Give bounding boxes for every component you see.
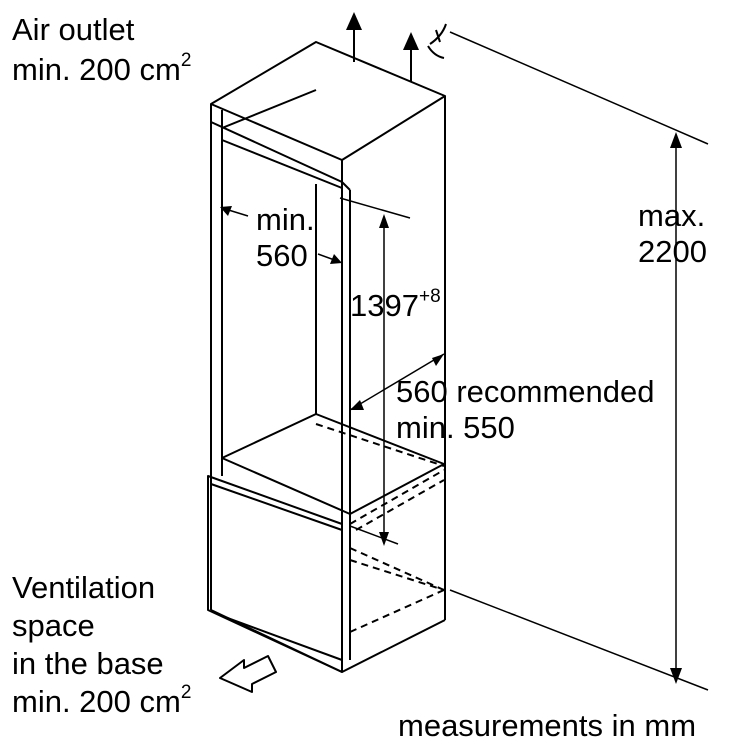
width-label-line1: min. (256, 202, 315, 237)
inlet-arrow-icon (219, 655, 277, 693)
max-height-label-line1: max. (638, 198, 705, 233)
niche-height-dimension (339, 197, 411, 546)
fan-icon (427, 23, 447, 59)
ventilation-area: min. 200 cm2 (12, 682, 191, 719)
units-note: measurements in mm (398, 708, 696, 743)
max-height-label-line2: 2200 (638, 234, 707, 269)
cabinet-housing (207, 41, 446, 673)
width-dimension (220, 206, 342, 264)
depth-dimension (349, 353, 445, 411)
width-label-line2: 560 (256, 238, 308, 273)
depth-label-line2: min. 550 (396, 410, 515, 445)
arrow-up-icon (346, 12, 362, 62)
niche-height-label: 1397+8 (350, 286, 441, 323)
ventilation-label-line2: space (12, 608, 95, 643)
arrow-up-icon (403, 32, 419, 82)
air-outlet-label: Air outlet (12, 12, 135, 47)
ventilation-label-line1: Ventilation (12, 570, 155, 605)
ventilation-label-line3: in the base (12, 646, 164, 681)
max-height-dimension (449, 31, 709, 691)
air-outlet-area: min. 200 cm2 (12, 50, 191, 87)
depth-label-line1: 560 recommended (396, 374, 655, 409)
